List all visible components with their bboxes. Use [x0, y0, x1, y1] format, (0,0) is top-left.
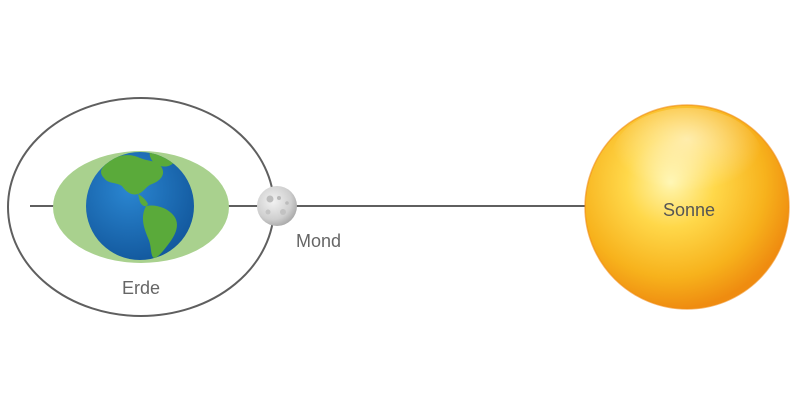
earth-label: Erde — [122, 278, 160, 298]
sun-label: Sonne — [663, 200, 715, 220]
moon-body — [257, 186, 297, 226]
moon-label: Mond — [296, 231, 341, 251]
earth-globe — [86, 152, 194, 260]
sun-body — [584, 104, 790, 310]
